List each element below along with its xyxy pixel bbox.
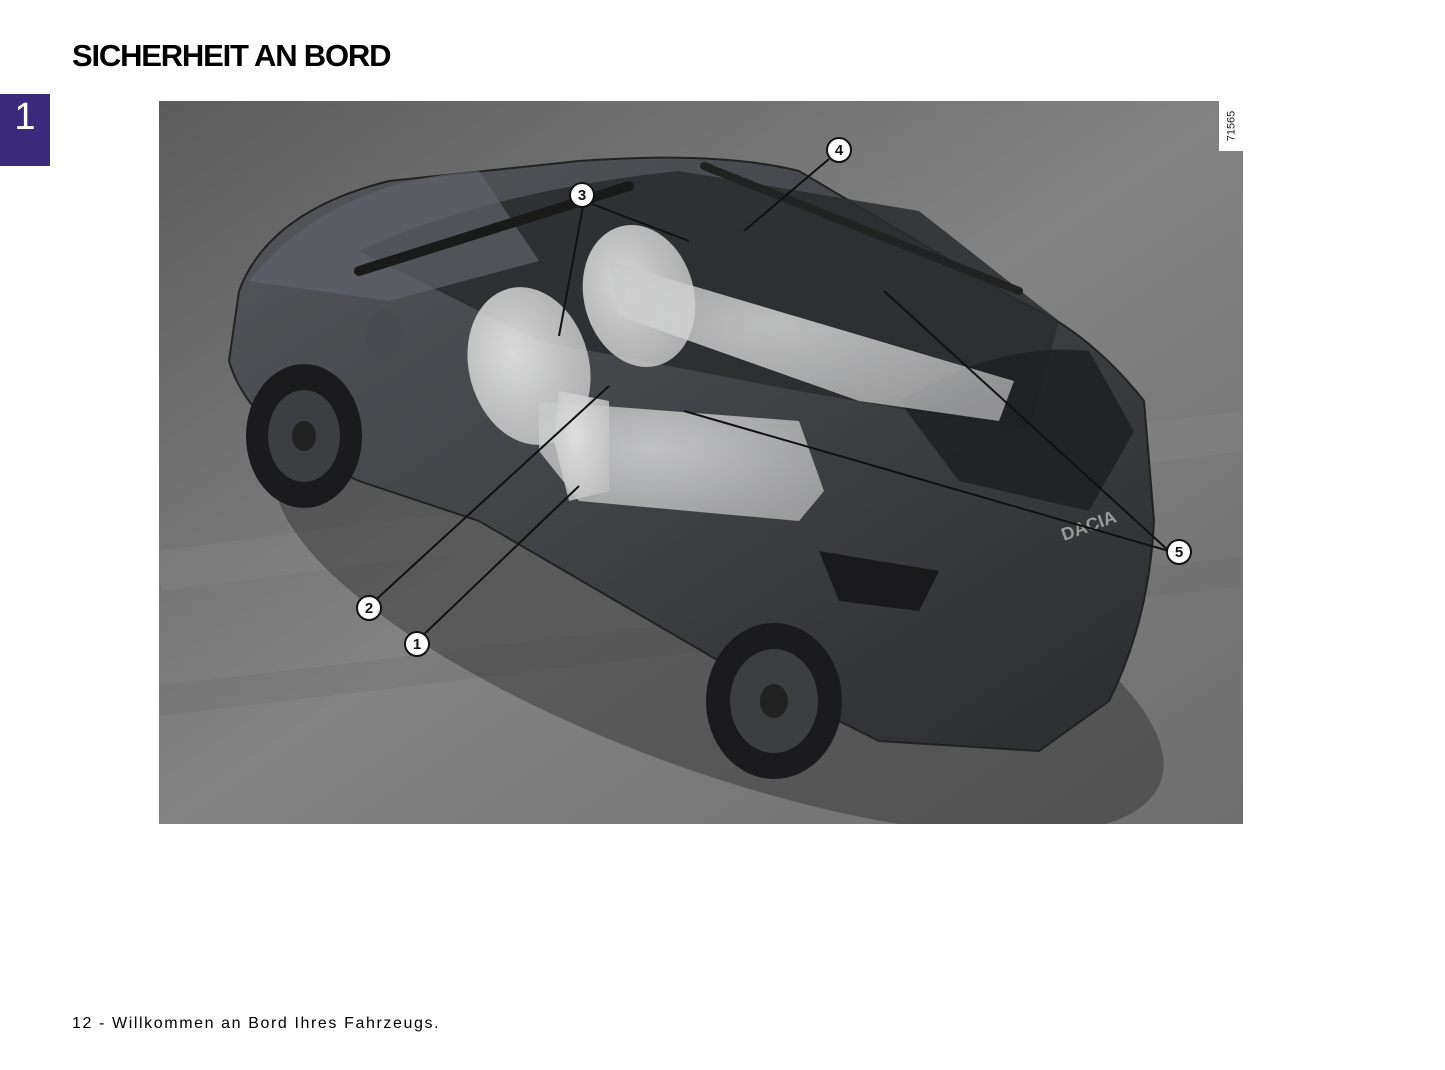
airbag-illustration: DACIA 3 4 5: [159, 101, 1243, 824]
car-airbag-diagram: DACIA 3 4 5: [159, 101, 1243, 824]
svg-text:4: 4: [835, 142, 844, 159]
svg-text:5: 5: [1175, 544, 1183, 561]
chapter-number: 1: [14, 96, 36, 138]
callout-2: 2: [356, 595, 382, 621]
page-footer: 12 - Willkommen an Bord Ihres Fahrzeugs.: [72, 1015, 441, 1032]
svg-text:1: 1: [413, 636, 421, 653]
page-title: SICHERHEIT AN BORD: [72, 38, 391, 73]
chapter-tab: 1: [0, 94, 50, 166]
callout-5: 5: [1166, 539, 1192, 565]
svg-text:2: 2: [365, 600, 373, 617]
callout-1: 1: [404, 631, 430, 657]
front-wheel: [246, 364, 362, 508]
callout-3: 3: [569, 182, 595, 208]
callout-4: 4: [826, 137, 852, 163]
figure-reference: 71565: [1219, 101, 1243, 151]
rear-wheel: [706, 623, 842, 779]
figure-reference-number: 71565: [1225, 110, 1237, 142]
svg-text:3: 3: [578, 187, 586, 204]
